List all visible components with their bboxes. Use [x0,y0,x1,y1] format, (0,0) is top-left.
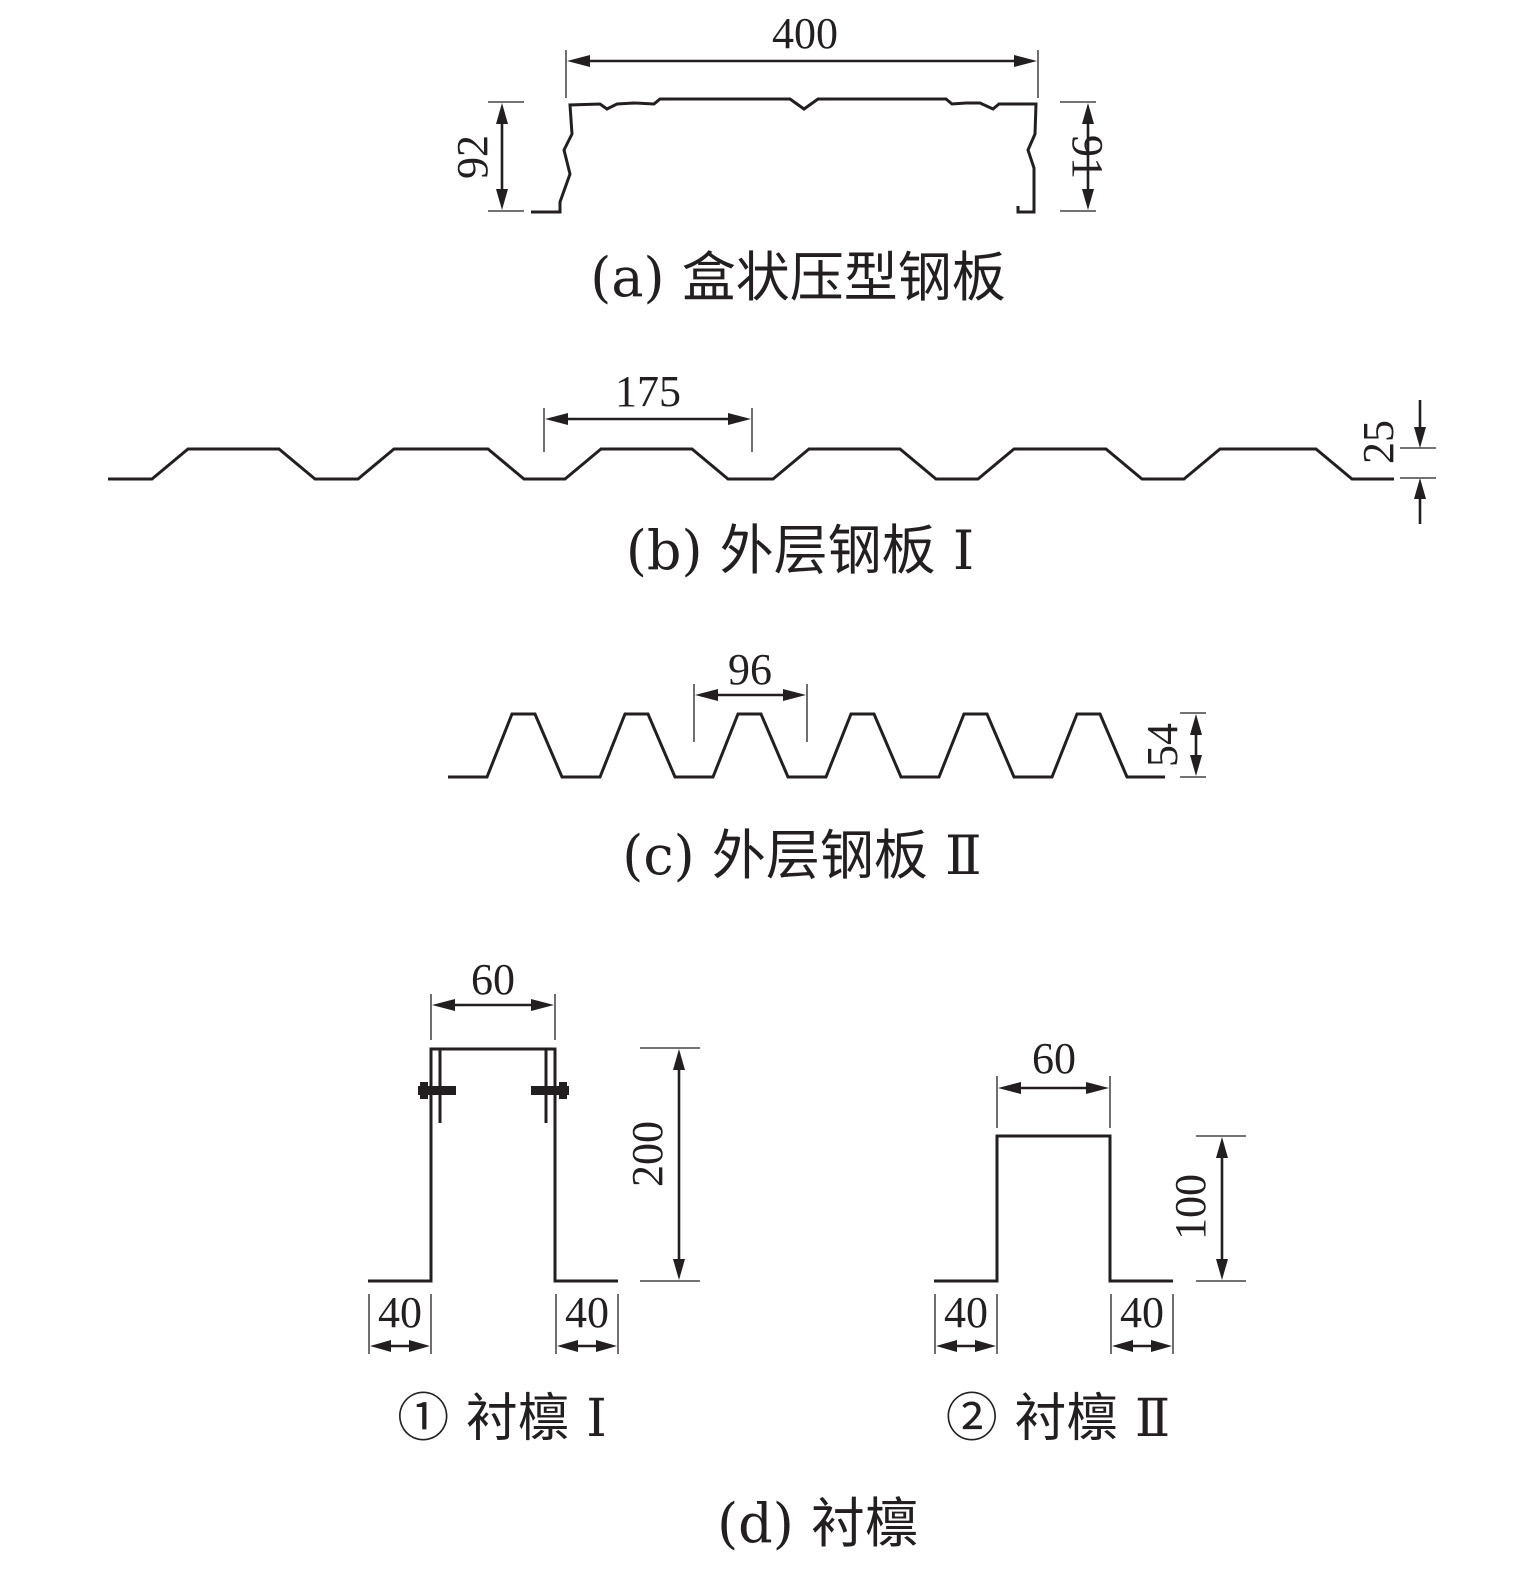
purlin-1-fastener-right [531,1086,569,1095]
dim-d2-height-label: 100 [1166,1174,1215,1240]
purlin-2-profile [934,1134,1173,1283]
dim-b-height-label: 25 [1354,420,1403,464]
caption-b: (b) 外层钢板 Ⅰ [626,519,974,582]
dim-d2-width-arrow-left [998,1082,1021,1094]
dim-a-width-label: 400 [772,9,838,58]
dim-b-height-arrow-top [1414,427,1426,448]
purlin-1-profile [368,1047,618,1283]
dim-d1-right-flange-label: 40 [565,1288,609,1337]
dim-d2-height-arrow-bottom [1216,1259,1228,1280]
dim-d2-rf-arrow-left [1112,1340,1133,1352]
dim-b-height-arrow-bottom [1414,478,1426,499]
dim-a-left-height-label: 92 [448,135,497,179]
dim-a-left-arrow-top [496,103,508,124]
dim-b-pitch-arrow-right [728,413,751,425]
purlin-2-panel: 60 100 40 40 ② 衬檩 Ⅱ [934,1034,1246,1449]
dim-d2-lf-arrow-right [975,1340,996,1352]
dim-d1-lf-arrow-left [370,1340,391,1352]
purlin-1-fastener-left [418,1086,456,1095]
dim-a-width-arrow-left [567,55,590,67]
purlin-1-fastener-left-head [420,1082,428,1099]
dim-c-pitch-label: 96 [728,645,772,694]
dim-c-height-label: 54 [1138,723,1187,767]
dim-d1-rf-arrow-left [557,1340,578,1352]
dim-a-right-arrow-top [1082,103,1094,124]
dim-d1-width-label: 60 [471,955,515,1004]
dim-b-pitch-arrow-left [545,413,568,425]
dim-a-right-arrow-bottom [1082,189,1094,210]
dim-d1-height-arrow-bottom [673,1259,685,1280]
dim-d2-width-label: 60 [1032,1034,1076,1083]
caption-d1: ① 衬檩 Ⅰ [397,1389,607,1449]
dim-c-pitch-arrow-right [783,689,806,701]
dim-a-width-arrow-right [1014,55,1037,67]
purlin-1-fastener-right-head [559,1082,567,1099]
dim-b-pitch-label: 175 [615,367,681,416]
dim-d2-lf-arrow-left [936,1340,957,1352]
dim-d1-lf-arrow-right [409,1340,430,1352]
dim-d1-height-label: 200 [623,1121,672,1187]
dim-a-left-arrow-bottom [496,189,508,210]
caption-d2: ② 衬檩 Ⅱ [946,1389,1170,1449]
dim-d2-width-arrow-right [1086,1082,1109,1094]
dim-c-height-arrow-bottom [1190,755,1202,776]
dim-d2-height-arrow-top [1216,1137,1228,1158]
dim-c-pitch-arrow-left [695,689,718,701]
outer-sheet-2-profile [448,712,1165,779]
dim-d1-rf-arrow-right [596,1340,617,1352]
caption-a: (a) 盒状压型钢板 [590,246,1006,309]
dim-d2-left-flange-label: 40 [944,1288,988,1337]
caption-d: (d) 衬檩 [717,1492,919,1555]
dim-d2-right-flange-label: 40 [1120,1288,1164,1337]
box-profile-panel: 400 92 91 (a) 盒状压型钢板 [448,9,1112,309]
dim-d1-height-arrow-top [673,1049,685,1070]
dim-d1-left-flange-label: 40 [378,1288,422,1337]
dim-a-right-height-label: 91 [1063,135,1112,179]
outer-sheet-1-panel: 175 25 (b) 外层钢板 Ⅰ [108,367,1436,582]
outer-sheet-2-panel: 96 54 (c) 外层钢板 Ⅱ [448,645,1206,887]
dim-c-height-arrow-top [1190,714,1202,735]
dim-d1-width-arrow-right [531,999,554,1011]
purlin-1-panel: 60 200 40 40 ① 衬檩 Ⅰ [368,955,700,1449]
dim-d1-width-arrow-left [432,999,455,1011]
box-profile-shape [531,97,1038,214]
dim-d2-rf-arrow-right [1151,1340,1172,1352]
outer-sheet-1-profile [108,447,1394,481]
caption-c: (c) 外层钢板 Ⅱ [622,824,981,887]
